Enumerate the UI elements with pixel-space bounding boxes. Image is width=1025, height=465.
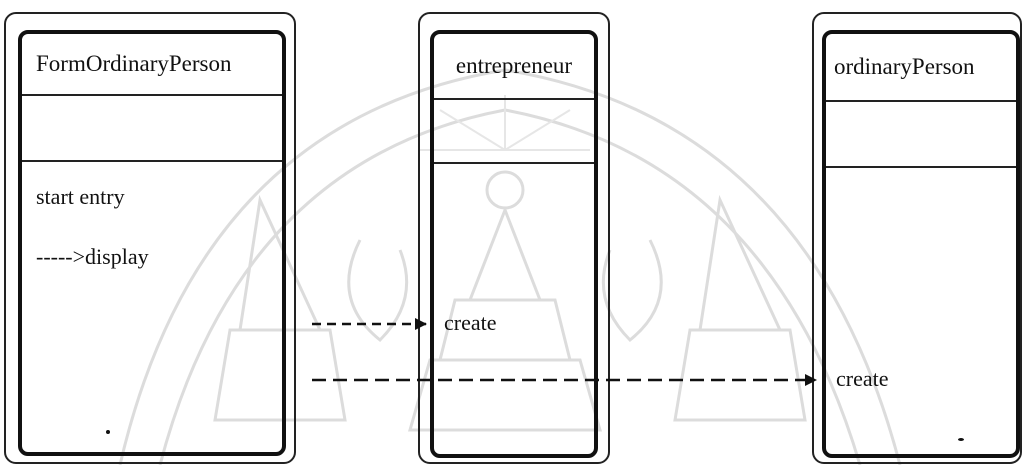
class-attributes-section (434, 100, 594, 164)
class-name: ordinaryPerson (834, 54, 975, 79)
class-name: FormOrdinaryPerson (36, 51, 232, 76)
class-attributes-section (22, 96, 282, 162)
operation-create: create (444, 310, 497, 335)
class-title: entrepreneur (434, 34, 594, 100)
class-title: ordinaryPerson (826, 34, 1016, 102)
speck-mark (958, 438, 964, 441)
operation-start-entry: start entry (36, 184, 125, 209)
class-title: FormOrdinaryPerson (22, 34, 282, 96)
class-box-ordinaryperson: ordinaryPerson create (822, 30, 1020, 458)
lifeline-frame-entrepreneur (418, 12, 610, 464)
lifeline-frame-formordinaryperson (4, 12, 296, 464)
class-name: entrepreneur (455, 53, 573, 78)
class-box-formordinaryperson: FormOrdinaryPerson start entry ----->dis… (18, 30, 286, 456)
speck-mark (106, 430, 110, 434)
lifeline-frame-ordinaryperson (812, 12, 1022, 464)
operation-create: create (836, 366, 889, 391)
operation-display: ----->display (36, 244, 149, 269)
class-box-entrepreneur: entrepreneur create (430, 30, 598, 458)
class-attributes-section (826, 102, 1016, 168)
